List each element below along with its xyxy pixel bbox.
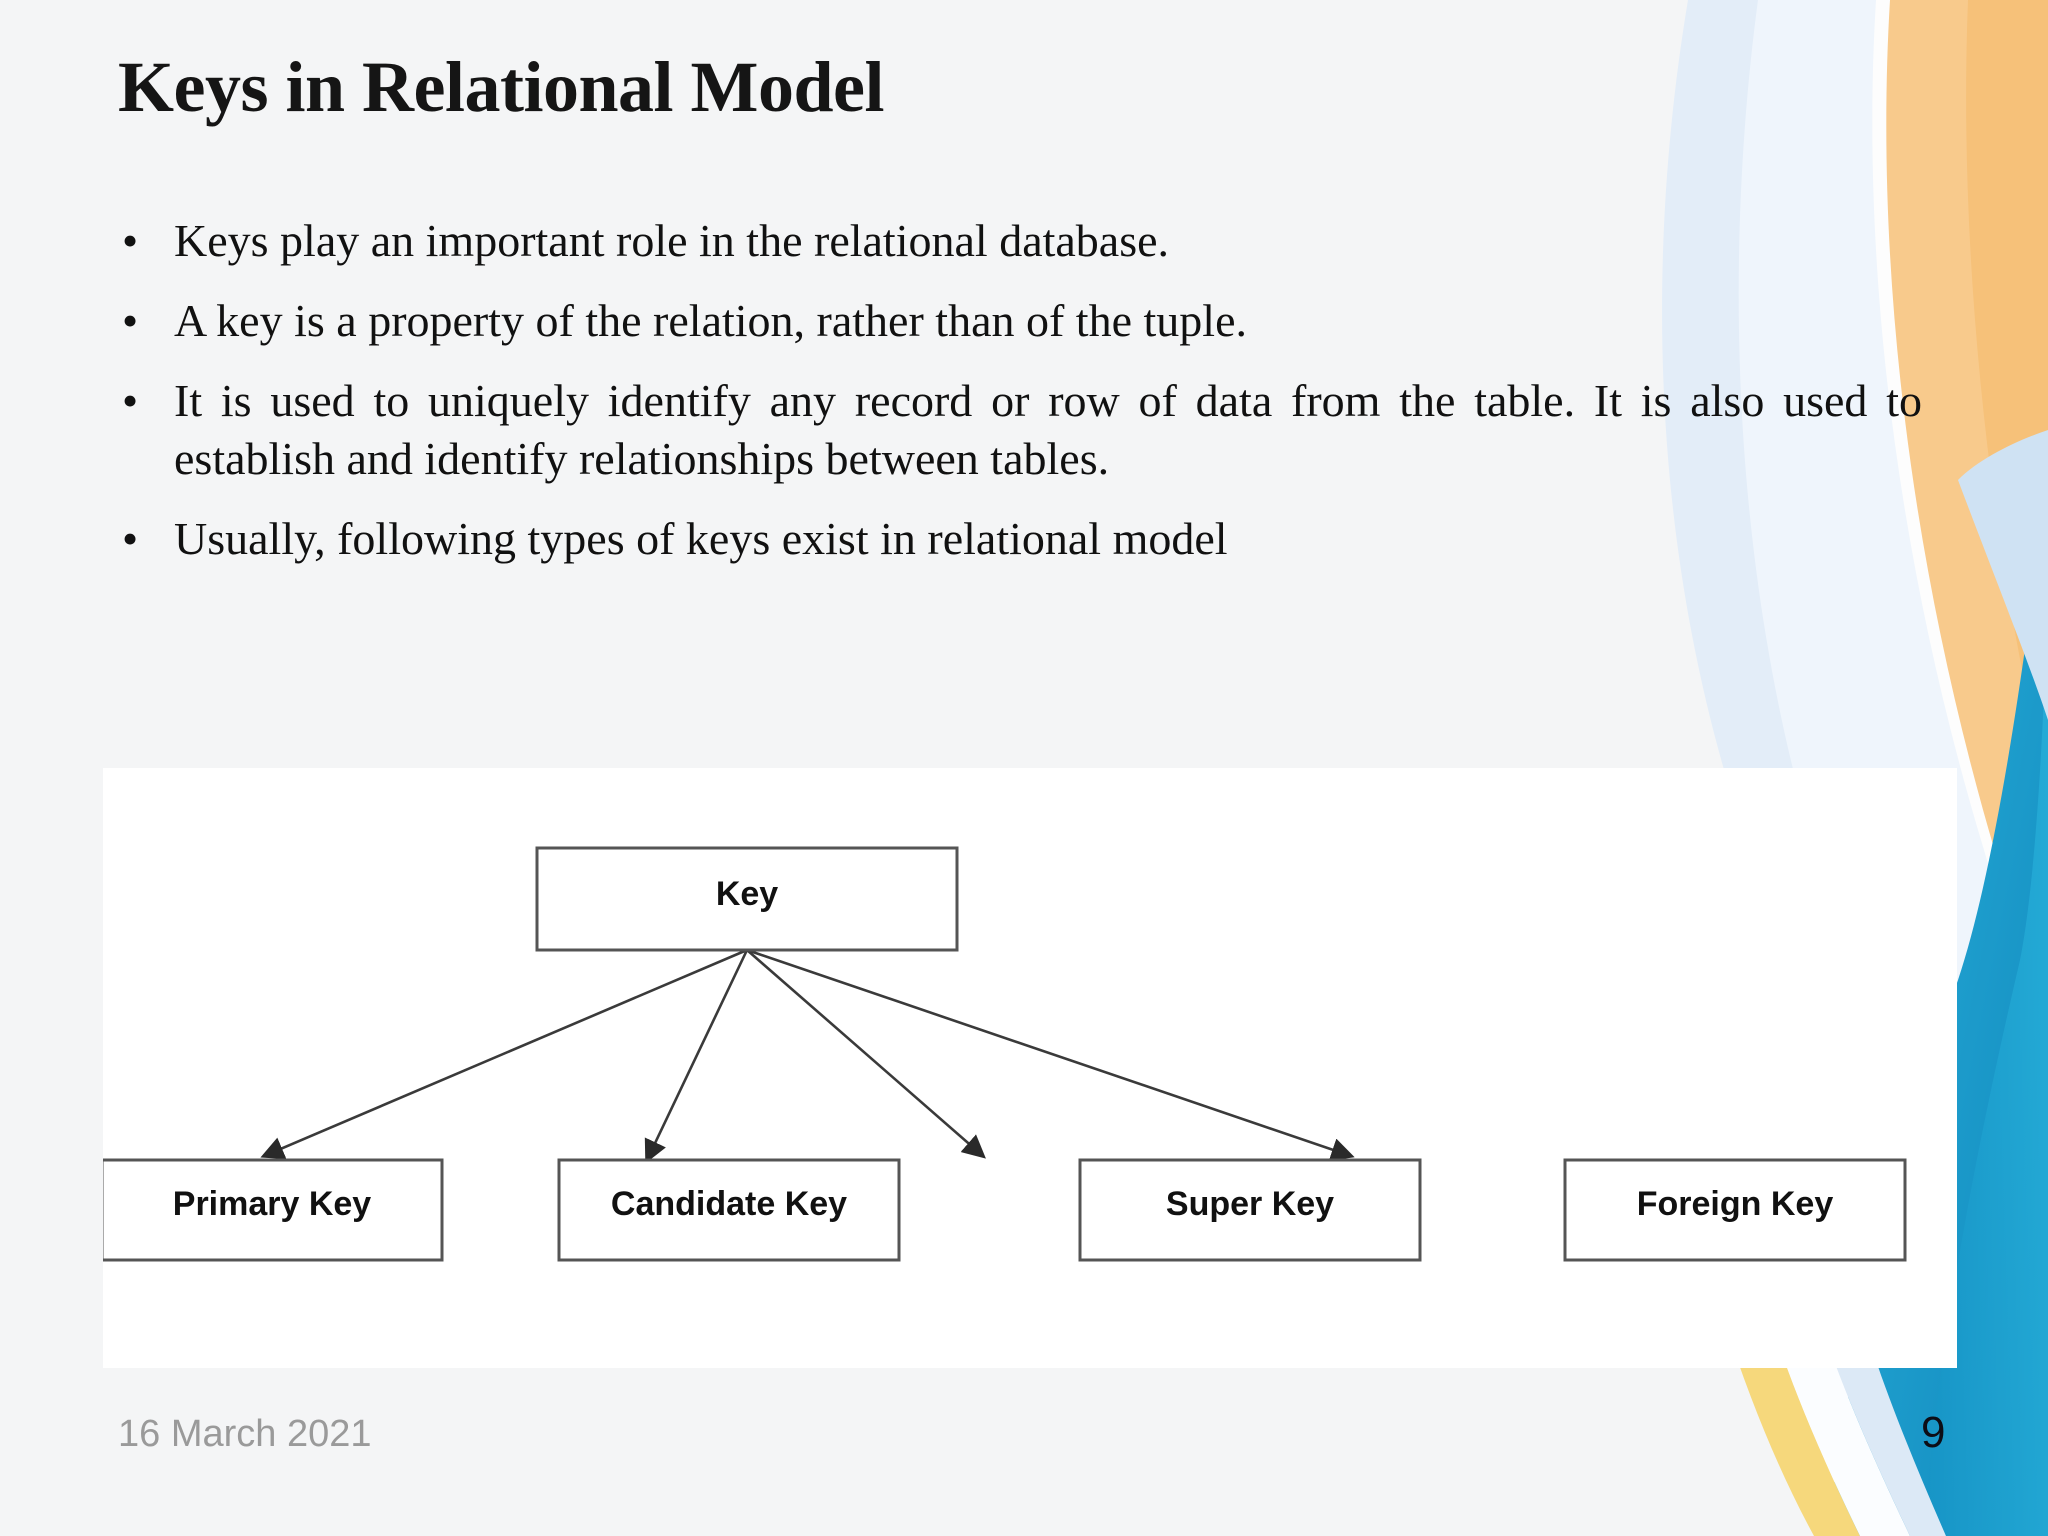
node-label: Key (716, 875, 778, 913)
connector-lines (260, 948, 1355, 1164)
node-box (1563, 1158, 1907, 1262)
node-label: Super Key (1166, 1185, 1334, 1223)
list-item: • It is used to uniquely identify any re… (112, 372, 1922, 488)
deco-orange-edge (1966, 0, 2048, 790)
connector-to-primary-key (260, 948, 748, 1160)
bullet-marker-icon: • (122, 294, 139, 346)
node-box (535, 846, 959, 952)
list-item: • A key is a property of the relation, r… (112, 292, 1922, 350)
deco-teal-highlight (1958, 430, 2048, 720)
diagram-node-primary-key: Primary Key (103, 1158, 444, 1262)
node-label: Foreign Key (1637, 1185, 1834, 1223)
bullet-marker-icon: • (122, 374, 139, 426)
node-box (1078, 1158, 1422, 1262)
list-item: • Keys play an important role in the rel… (112, 212, 1922, 270)
key-hierarchy-diagram: Key Primary Key Candidate Key Super Key … (103, 768, 1957, 1368)
node-label: Candidate Key (611, 1185, 847, 1223)
page-number: 9 (1921, 1408, 1946, 1457)
bullet-marker-icon: • (122, 215, 139, 266)
list-item: • Usually, following types of keys exist… (112, 510, 1922, 568)
connector-to-foreign-key (746, 948, 1355, 1161)
diagram-node-super-key: Super Key (1078, 1158, 1422, 1262)
node-box (557, 1158, 901, 1262)
diagram-node-key: Key (535, 846, 959, 952)
diagram-node-foreign-key: Foreign Key (1563, 1158, 1907, 1262)
node-label: Primary Key (173, 1185, 372, 1223)
bullet-text: Usually, following types of keys exist i… (174, 512, 1228, 564)
footer-date: 16 March 2021 (118, 1413, 372, 1455)
node-box (103, 1158, 444, 1262)
bullet-text: A key is a property of the relation, rat… (174, 294, 1247, 346)
bullet-list: • Keys play an important role in the rel… (112, 212, 1922, 590)
bullet-marker-icon: • (122, 512, 139, 564)
bullet-text: It is used to uniquely identify any reco… (174, 374, 1922, 484)
slide-title: Keys in Relational Model (118, 47, 884, 127)
connector-to-super-key (746, 949, 986, 1159)
connector-to-candidate-key (644, 949, 749, 1164)
diagram-node-candidate-key: Candidate Key (557, 1158, 901, 1262)
bullet-text: Keys play an important role in the relat… (174, 215, 1170, 266)
